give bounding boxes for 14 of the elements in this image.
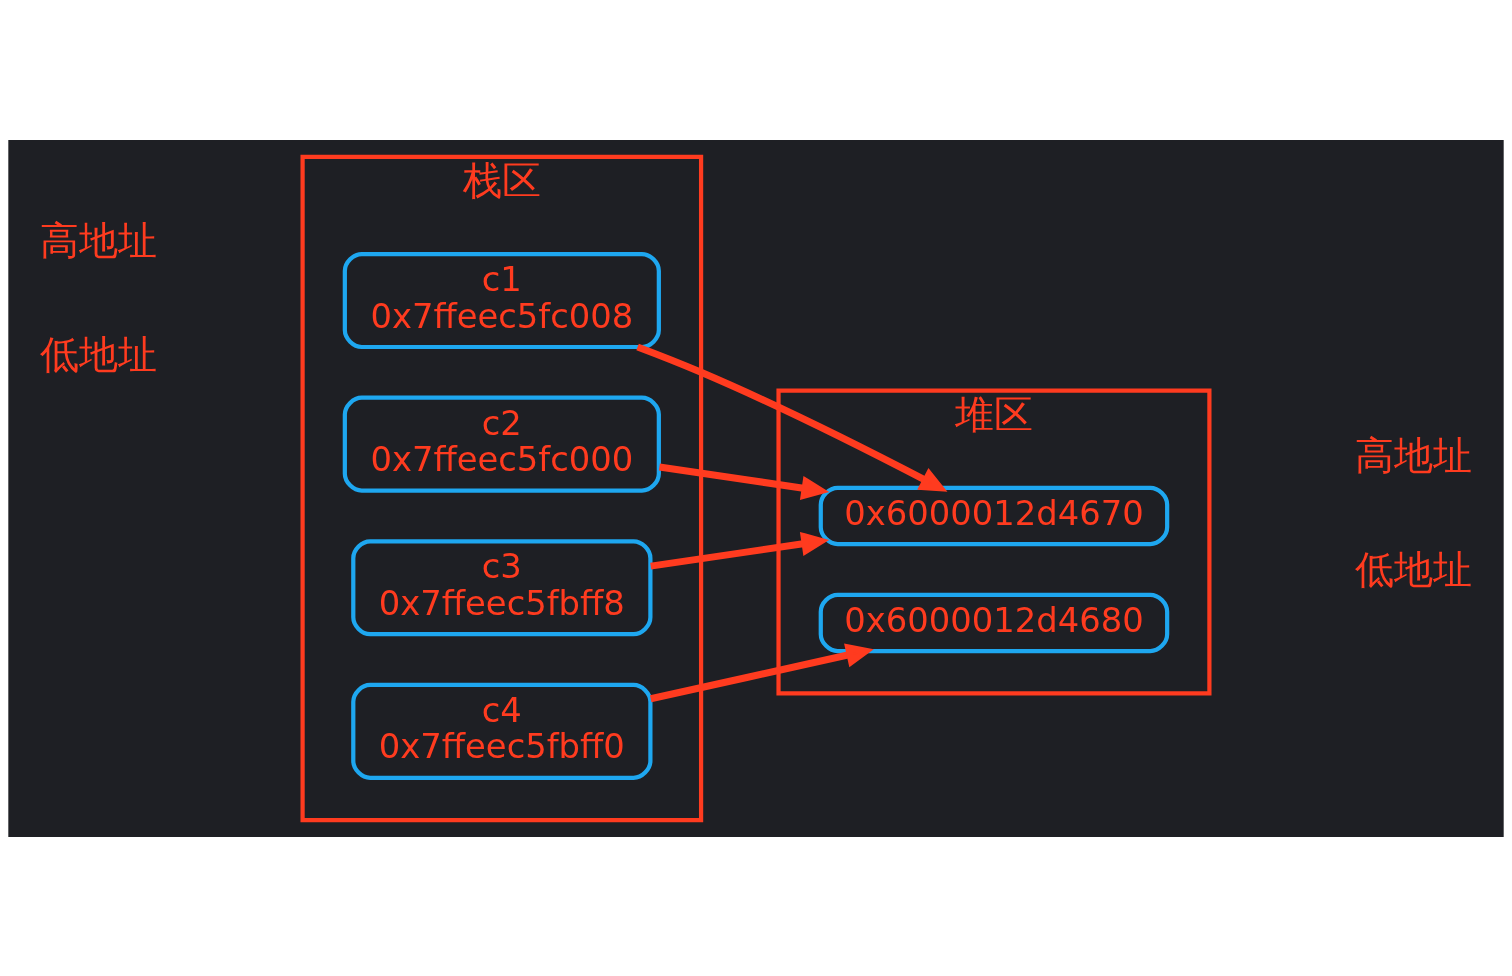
node-box: c2 0x7ffeec5fc000	[342, 395, 661, 493]
label: 低地址	[1355, 545, 1473, 592]
node-box: c1 0x7ffeec5fc008	[342, 251, 661, 349]
node-box: 0x6000012d4680	[818, 592, 1170, 653]
arrow	[650, 531, 830, 570]
arrow	[636, 343, 948, 492]
node-box: 0x6000012d4670	[818, 485, 1170, 546]
label: 高地址	[1355, 431, 1473, 478]
label: 高地址	[39, 216, 157, 263]
label: 低地址	[39, 330, 157, 377]
node-box: c3 0x7ffeec5fbff8	[351, 538, 653, 636]
node-box: c4 0x7ffeec5fbff0	[351, 682, 653, 780]
arrow	[658, 463, 830, 500]
arrow	[649, 642, 874, 702]
